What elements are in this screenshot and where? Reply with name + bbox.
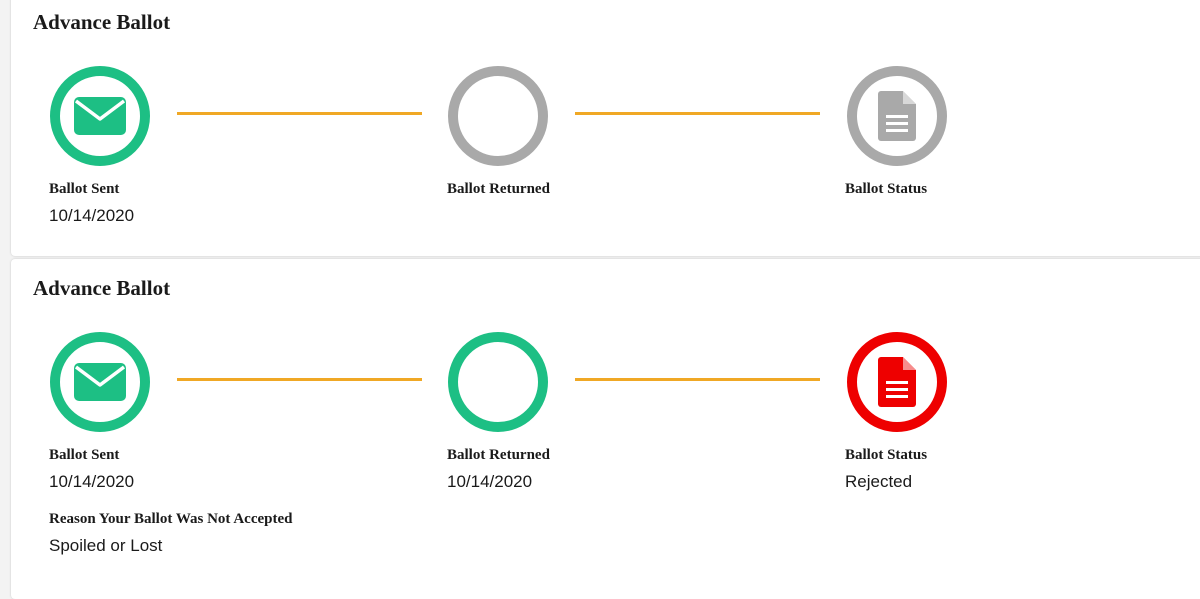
step-label-ballot-sent: Ballot Sent: [49, 447, 120, 463]
empty-circle-icon: [448, 66, 548, 166]
progress-connector: [177, 112, 422, 115]
step-label-ballot-status: Ballot Status: [845, 447, 928, 463]
envelope-icon: [50, 332, 150, 432]
empty-circle-icon: [448, 332, 548, 432]
progress-connector: [575, 378, 820, 381]
step-value-ballot-status: Rejected: [845, 472, 913, 491]
document-icon: [847, 66, 947, 166]
step-value-ballot-returned: 10/14/2020: [447, 472, 533, 491]
step-label-ballot-returned: Ballot Returned: [447, 447, 550, 463]
card-title: Advance Ballot: [33, 276, 171, 300]
card-title: Advance Ballot: [33, 10, 171, 34]
step-value-ballot-sent: 10/14/2020: [49, 206, 135, 225]
progress-connector: [575, 112, 820, 115]
advance-ballot-card-1: Advance Ballot Ballot Sent 10/14/2020 Ba…: [11, 0, 1200, 256]
step-value-ballot-sent: 10/14/2020: [49, 472, 135, 491]
rejection-reason-label: Reason Your Ballot Was Not Accepted: [49, 511, 293, 527]
envelope-icon: [50, 66, 150, 166]
step-label-ballot-sent: Ballot Sent: [49, 181, 120, 197]
advance-ballot-card-2: Advance Ballot Ballot Sent 10/14/2020 Ba…: [11, 259, 1200, 599]
progress-connector: [177, 378, 422, 381]
step-label-ballot-status: Ballot Status: [845, 181, 928, 197]
step-label-ballot-returned: Ballot Returned: [447, 181, 550, 197]
rejection-reason-value: Spoiled or Lost: [49, 536, 163, 555]
document-icon: [847, 332, 947, 432]
